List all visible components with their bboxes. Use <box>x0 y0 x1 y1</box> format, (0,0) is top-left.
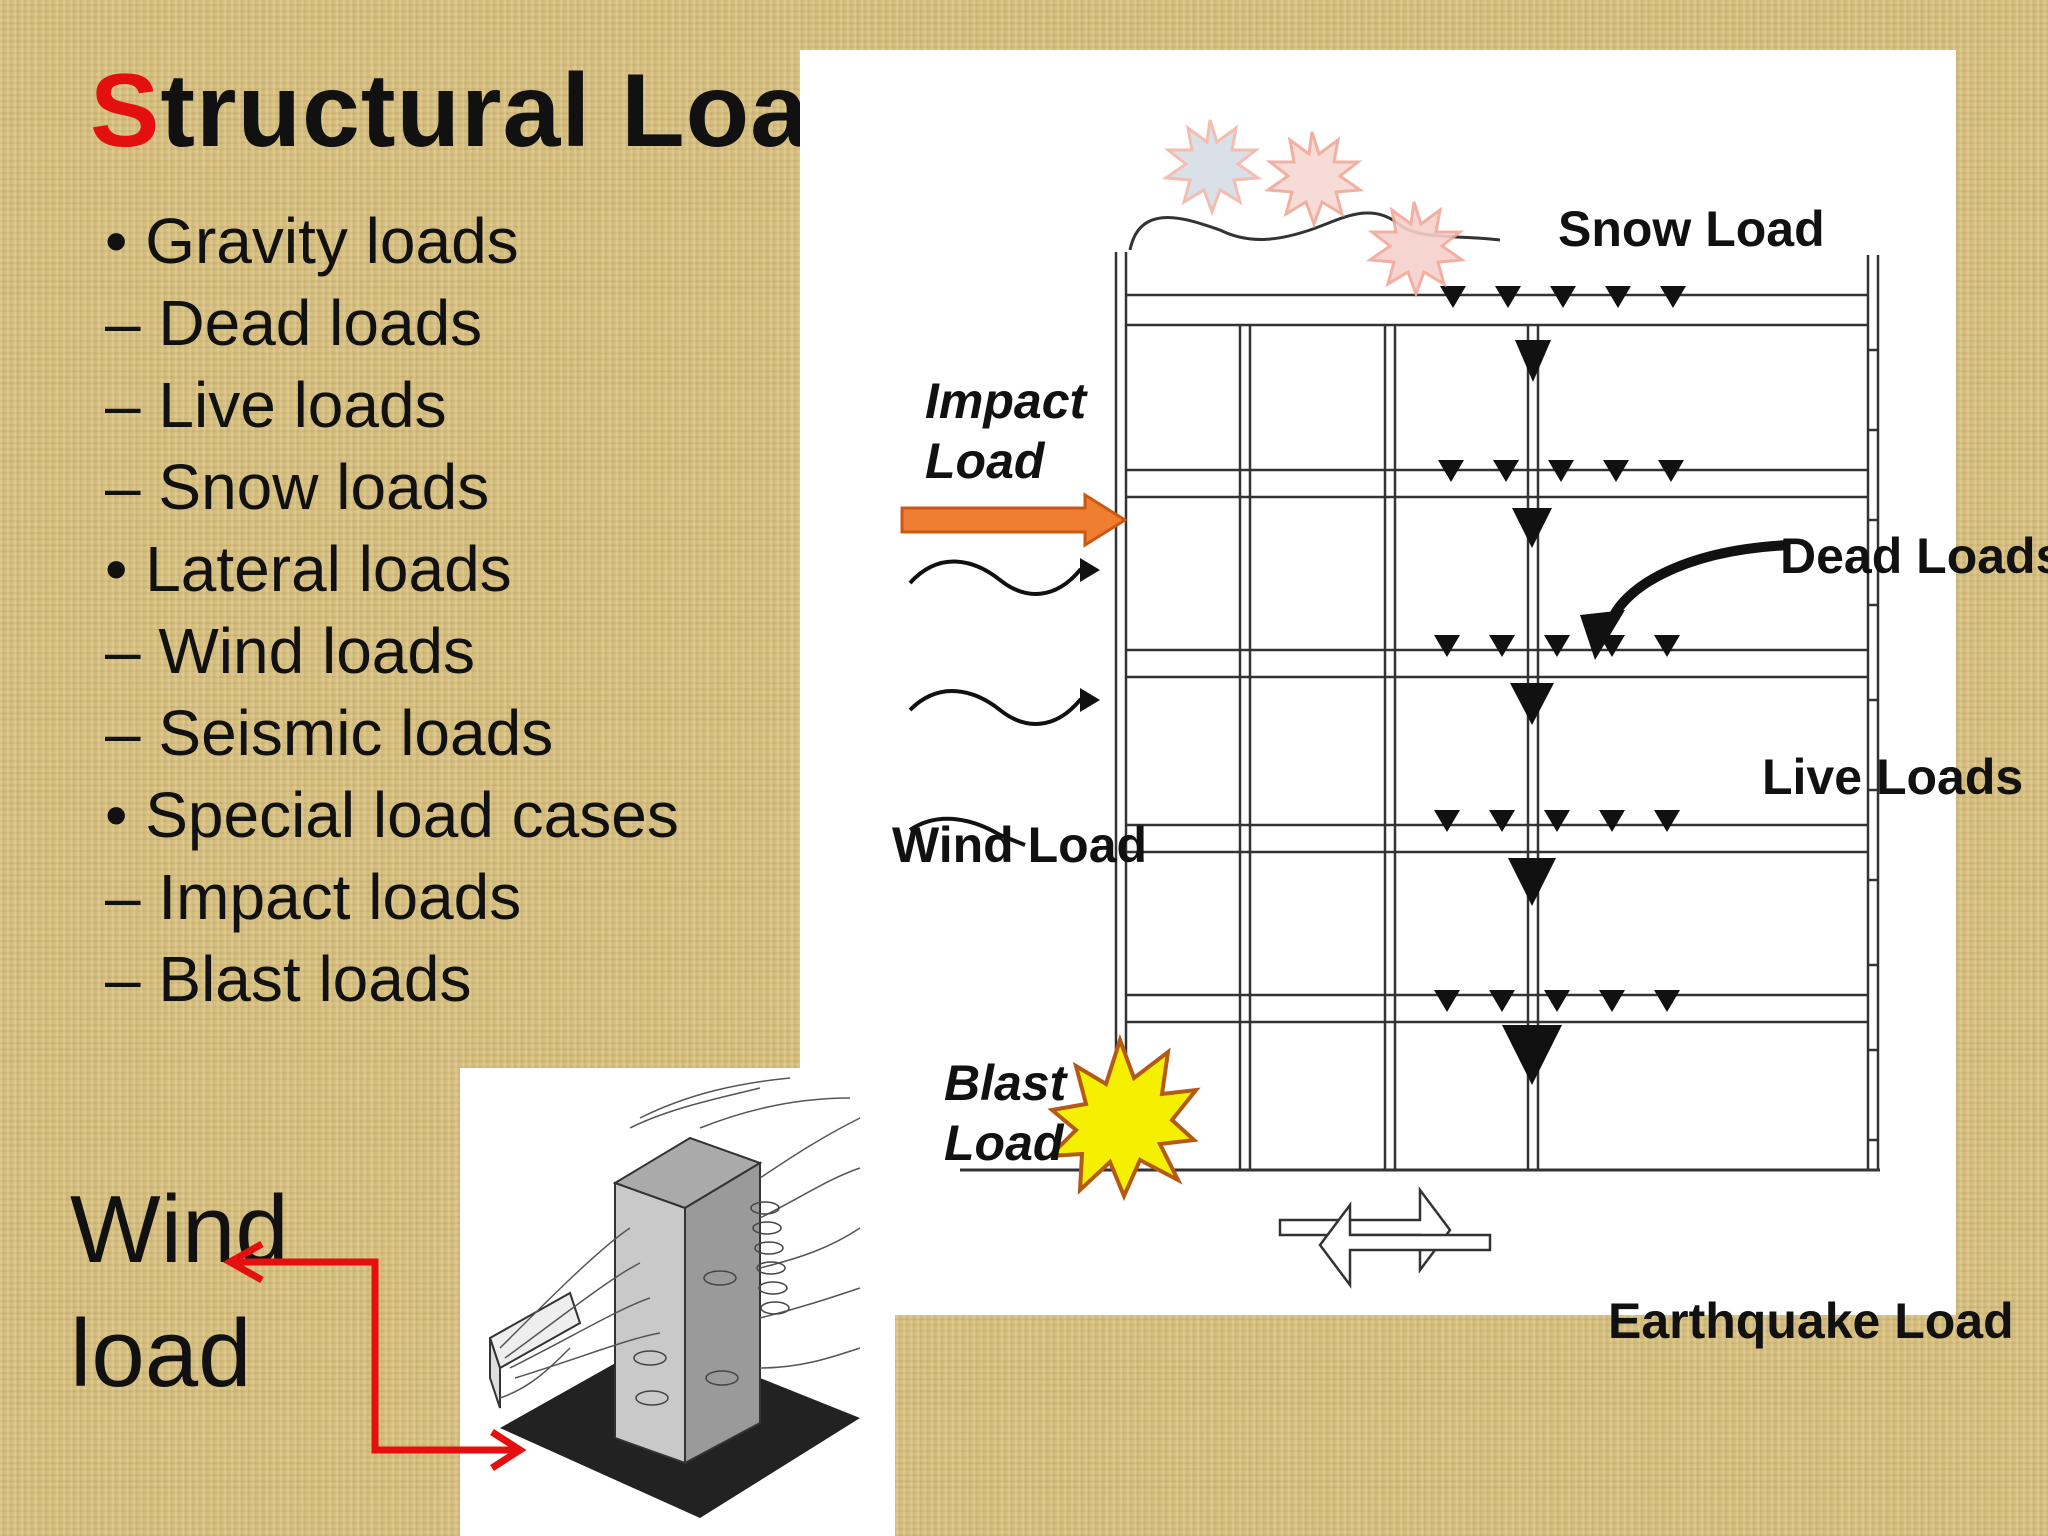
red-elbow-arrow <box>222 1240 527 1471</box>
earthquake-arrows <box>1278 1186 1492 1289</box>
label-earthquake-load: Earthquake Load <box>1608 1293 2014 1349</box>
label-blast-load-line-1: Blast <box>944 1055 1067 1111</box>
label-dead-loads: Dead Loads <box>1780 528 2048 584</box>
snow-star-icon <box>1263 131 1365 229</box>
bullet-snow-loads: – Snow loads <box>105 451 490 523</box>
bullet-list: • Gravity loads – Dead loads – Live load… <box>105 200 679 1020</box>
bullet-seismic-loads: – Seismic loads <box>105 697 554 769</box>
point-load-markers <box>1502 340 1562 1085</box>
label-blast-load-line-2: Load <box>944 1115 1064 1171</box>
label-impact-load-line-2: Load <box>925 433 1045 489</box>
bullet-gravity-loads: • Gravity loads <box>105 205 519 277</box>
snow-star-icon <box>1365 201 1467 299</box>
bullet-wind-loads: – Wind loads <box>105 615 475 687</box>
slide-title: Structural Load <box>90 52 874 171</box>
title-rest: tructural Load <box>160 53 874 169</box>
bullet-special-load-cases: • Special load cases <box>105 779 679 851</box>
wind-squiggles <box>908 559 1095 847</box>
bullet-live-loads: – Live loads <box>105 369 447 441</box>
snow-star-icon <box>1161 119 1263 217</box>
wind-load-caption: Wind load <box>70 1168 289 1416</box>
bullet-lateral-loads: • Lateral loads <box>105 533 512 605</box>
blast-star-icon <box>1044 1033 1201 1202</box>
bullet-blast-loads: – Blast loads <box>105 943 472 1015</box>
label-live-loads: Live Loads <box>1762 749 2024 805</box>
label-wind-load: Wind Load <box>892 817 1148 873</box>
label-impact-load-line-1: Impact <box>925 373 1087 429</box>
wind-caption-line-2: load <box>70 1300 252 1407</box>
building-frame-drawing <box>900 211 1880 1289</box>
wind-flow-illustration <box>460 1068 895 1536</box>
dead-load-arrow <box>1580 540 1791 660</box>
impact-load-arrow <box>900 492 1128 548</box>
wind-flow-drawing <box>488 1077 861 1518</box>
label-snow-load: Snow Load <box>1558 201 1825 257</box>
title-first-letter: S <box>90 53 161 169</box>
bullet-impact-loads: – Impact loads <box>105 861 522 933</box>
distributed-load-markers <box>1434 286 1686 1012</box>
bullet-dead-loads: – Dead loads <box>105 287 483 359</box>
